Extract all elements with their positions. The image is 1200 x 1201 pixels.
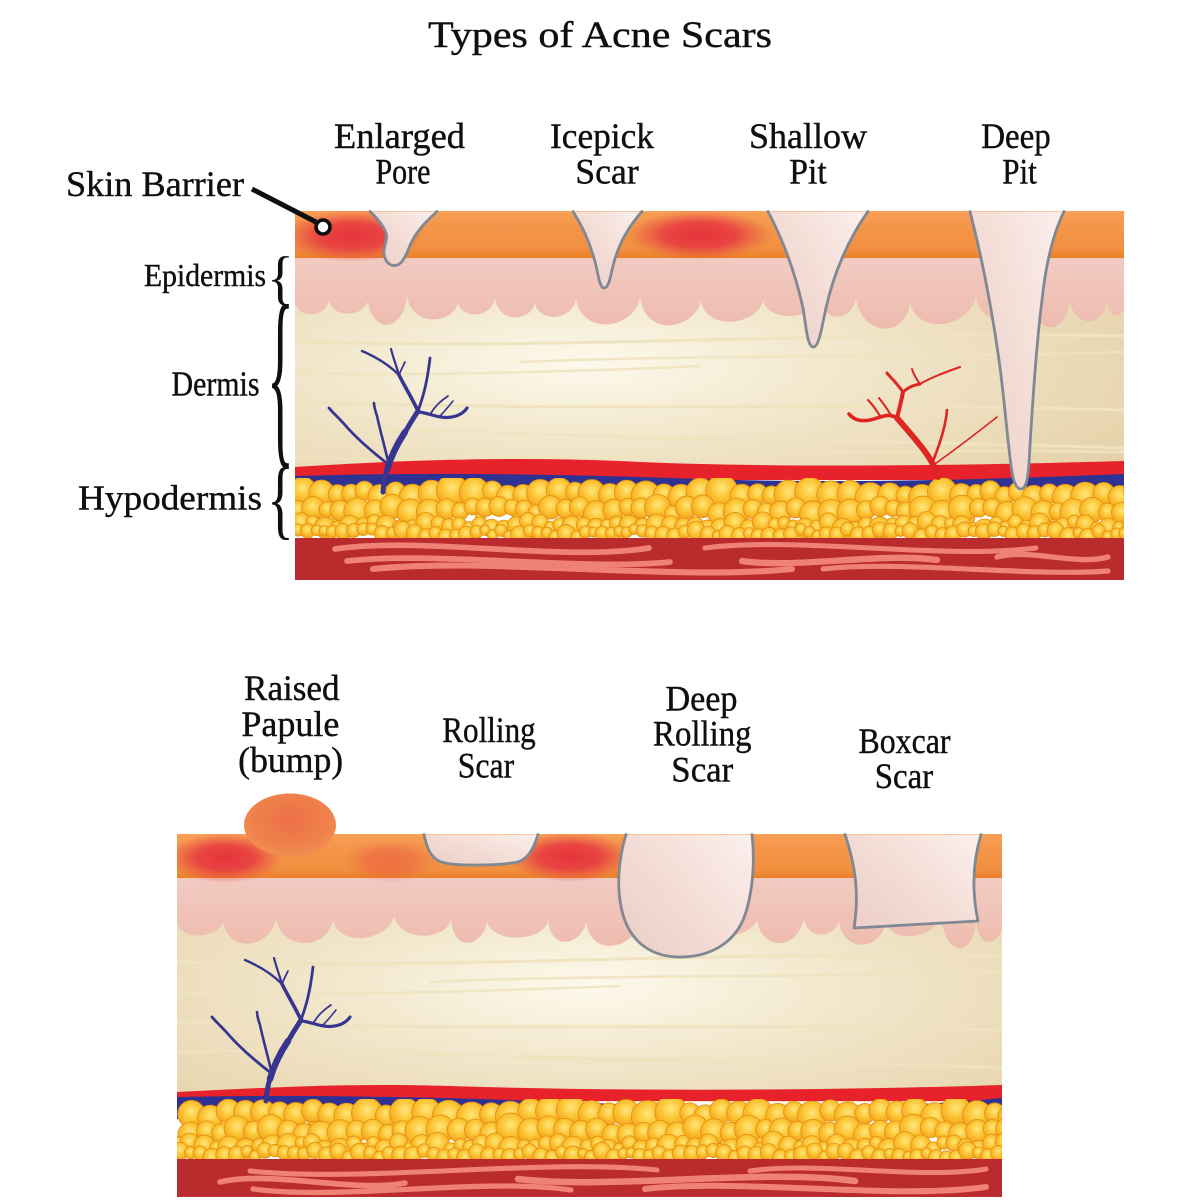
svg-text:Rolling: Rolling [442, 710, 536, 750]
svg-text:Scar: Scar [575, 152, 639, 192]
svg-text:{: { [267, 267, 294, 485]
svg-text:Papule: Papule [241, 704, 339, 744]
svg-text:Raised: Raised [244, 668, 340, 708]
svg-text:Boxcar: Boxcar [859, 721, 951, 761]
svg-text:Scar: Scar [875, 756, 934, 796]
svg-text:Scar: Scar [671, 750, 733, 790]
svg-text:Hypodermis: Hypodermis [78, 479, 262, 518]
svg-text:Dermis: Dermis [172, 365, 260, 404]
svg-text:Enlarged: Enlarged [334, 116, 465, 156]
svg-text:Skin Barrier: Skin Barrier [66, 164, 244, 204]
svg-text:(bump): (bump) [238, 740, 343, 780]
svg-text:Pit: Pit [789, 152, 827, 192]
svg-text:{: { [267, 449, 294, 547]
svg-text:Shallow: Shallow [749, 116, 867, 156]
svg-text:Epidermis: Epidermis [144, 257, 266, 293]
svg-text:Icepick: Icepick [550, 116, 654, 156]
svg-text:Pit: Pit [1002, 152, 1037, 192]
svg-text:{: { [267, 244, 294, 311]
svg-text:Deep: Deep [666, 679, 738, 719]
svg-text:Pore: Pore [376, 152, 431, 192]
svg-text:Deep: Deep [981, 116, 1051, 156]
svg-text:Scar: Scar [458, 746, 515, 786]
svg-text:Rolling: Rolling [653, 714, 752, 754]
svg-text:Types of Acne Scars: Types of Acne Scars [428, 14, 772, 55]
